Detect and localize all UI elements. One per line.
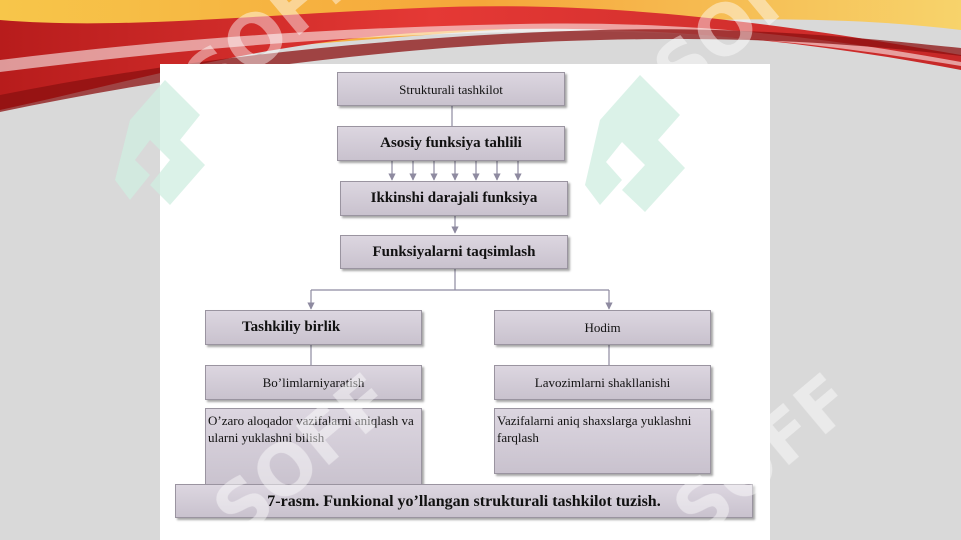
right-branch-description-box: Vazifalarni aniq shaxslarga yuklashni fa… (494, 408, 711, 474)
right-branch-title-box: Hodim (494, 310, 711, 345)
left-branch-title-box: Tashkiliy birlik (205, 310, 422, 345)
left-branch-description-box: O’zaro aloqador vazifalarni aniqlash va … (205, 408, 422, 488)
second-level-box: Ikkinshi darajali funksiya (340, 181, 568, 216)
distribution-box: Funksiyalarni taqsimlash (340, 235, 568, 269)
left-branch-step-box: Bo’limlarniyaratish (205, 365, 422, 400)
right-branch-step-box: Lavozimlarni shakllanishi (494, 365, 711, 400)
main-function-box: Asosiy funksiya tahlili (337, 126, 565, 161)
root-box: Strukturali tashkilot (337, 72, 565, 106)
figure-caption: 7-rasm. Funkional yo’llangan strukturali… (175, 484, 753, 518)
